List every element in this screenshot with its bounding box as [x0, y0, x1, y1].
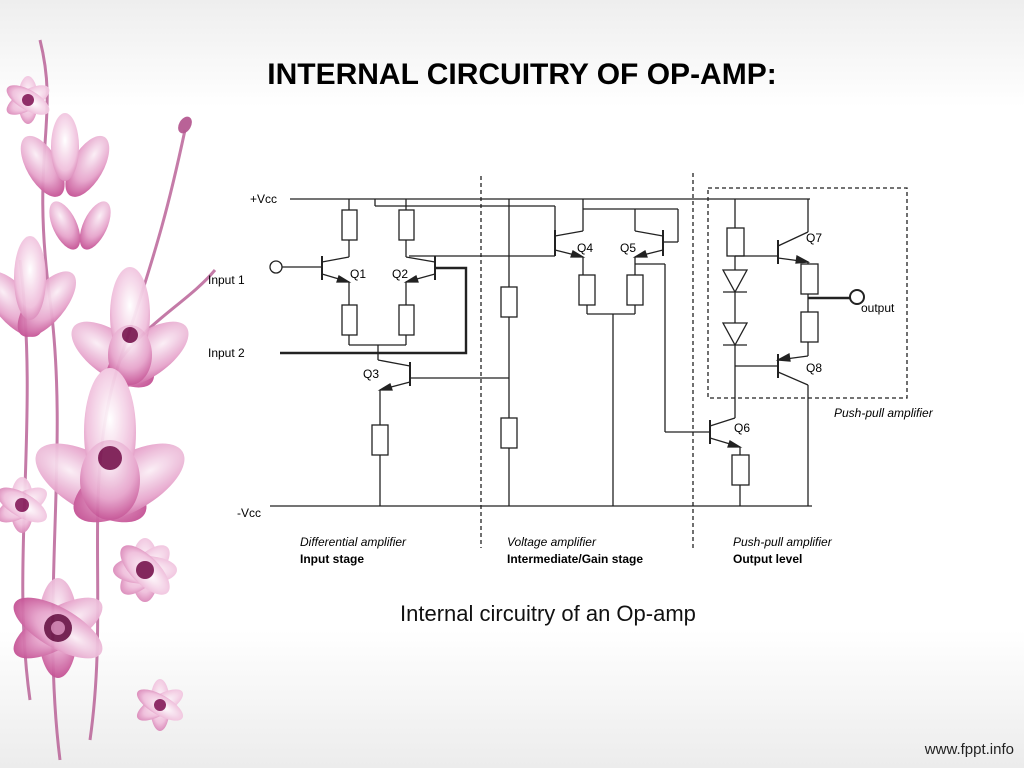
- footer-watermark: www.fppt.info: [924, 741, 1014, 758]
- q3-label: Q3: [363, 367, 379, 381]
- input-1-label: Input 1: [208, 273, 245, 287]
- q6-label: Q6: [734, 421, 750, 435]
- resistor: [341, 304, 358, 336]
- positive-rail-label: +Vcc: [250, 192, 277, 206]
- output-terminal: [849, 289, 865, 305]
- q8-label: Q8: [806, 361, 822, 375]
- resistor: [800, 311, 819, 343]
- q5-label: Q5: [620, 241, 636, 255]
- push-pull-box: [707, 187, 908, 399]
- resistor: [371, 424, 389, 456]
- input-2-label: Input 2: [208, 346, 245, 360]
- floral-decoration: [0, 39, 217, 761]
- output-label: output: [861, 301, 895, 315]
- q1-label: Q1: [350, 267, 366, 281]
- resistor: [731, 454, 750, 486]
- stage-1-type: Differential amplifier: [300, 535, 407, 549]
- resistor: [626, 274, 644, 306]
- resistor: [800, 263, 819, 295]
- figure-caption: Internal circuitry of an Op-amp: [400, 601, 696, 626]
- resistor: [578, 274, 596, 306]
- resistor: [398, 209, 415, 241]
- stage-2-name: Intermediate/Gain stage: [507, 552, 643, 566]
- slide-title: INTERNAL CIRCUITRY OF OP-AMP:: [267, 58, 777, 91]
- q2-label: Q2: [392, 267, 408, 281]
- negative-rail-label: -Vcc: [237, 506, 261, 520]
- stage-1-name: Input stage: [300, 552, 364, 566]
- resistor: [500, 286, 518, 318]
- resistor: [341, 209, 358, 241]
- diode: [721, 322, 749, 347]
- resistor: [398, 304, 415, 336]
- q4-label: Q4: [577, 241, 593, 255]
- push-pull-box-label: Push-pull amplifier: [834, 406, 934, 420]
- resistor: [726, 227, 745, 257]
- stage-3-name: Output level: [733, 552, 802, 566]
- diode: [721, 269, 749, 294]
- resistor: [500, 417, 518, 449]
- q7-label: Q7: [806, 231, 822, 245]
- input-1-terminal: [269, 260, 283, 274]
- stage-3-type: Push-pull amplifier: [733, 535, 833, 549]
- stage-2-type: Voltage amplifier: [507, 535, 597, 549]
